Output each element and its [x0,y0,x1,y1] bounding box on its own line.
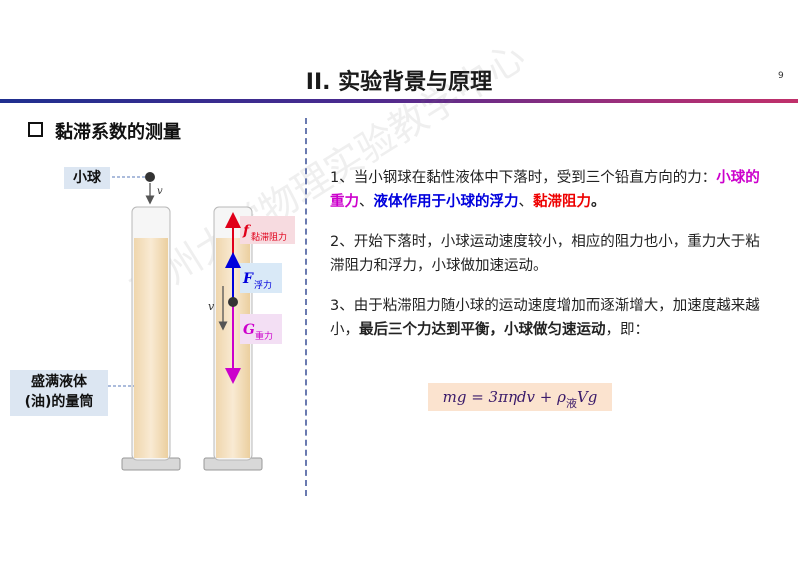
section-heading: 黏滞系数的测量 [28,118,181,144]
formula-main: mg = 3πηdv + ρ [442,388,566,406]
p1-buoyancy: 液体作用于小球的浮力 [373,194,519,210]
viscous-force-symbol: f [242,223,252,239]
p1-sep1: 、 [359,194,374,210]
buoyancy-force-symbol: F [242,271,254,287]
falling-ball-diagram: v v f 黏滞阻力 F 浮力 G 重力 [108,172,295,471]
buoyancy-label-bg [240,263,282,293]
ball-icon [145,172,155,182]
p1-sep2: 、 [518,194,534,210]
gravity-force-symbol: G [243,322,255,338]
column-divider [305,118,307,496]
formula-subscript: 液 [565,397,577,410]
p1-end: 。 [591,194,606,210]
gravity-label-bg [240,314,282,344]
p1-gravity: 小球的重力 [330,170,760,210]
ball-in-liquid-icon [228,297,238,307]
p3-bold: 最后三个力达到平衡，小球做匀速运动 [359,322,606,338]
title-underline [0,99,798,103]
velocity-label-in-liquid: v [208,300,215,313]
buoyancy-force-subscript: 浮力 [254,279,272,291]
cylinder-label: 盛满液体 (油)的量筒 [10,370,108,416]
slide-title: II. 实验背景与原理 [305,70,493,95]
velocity-label-top: v [157,186,163,197]
square-bullet-icon [28,122,43,137]
paragraph-1: 1、当小钢球在黏性液体中下落时，受到三个铅直方向的力：小球的重力、液体作用于小球… [330,166,770,214]
viscous-force-subscript: 黏滞阻力 [251,231,287,243]
cylinder-label-line1: 盛满液体 [31,374,87,390]
p1-lead: 1、当小钢球在黏性液体中下落时，受到三个铅直方向的力： [330,170,717,186]
gravity-force-subscript: 重力 [255,330,273,342]
paragraph-3: 3、由于粘滞阻力随小球的运动速度增加而逐渐增大，加速度越来越小，最后三个力达到平… [330,294,775,342]
ball-label: 小球 [64,167,110,189]
p3-lead: 3、由于粘滞阻力随小球的运动速度增加而逐渐增大，加速度越来越小， [330,298,760,338]
p1-viscous: 黏滞阻力 [533,194,591,210]
page-number: 9 [778,71,784,81]
stokes-formula: mg = 3πηdv + ρ液Vg [428,383,612,411]
p3-end: ，即： [605,322,650,338]
formula-tail: Vg [576,388,598,406]
measuring-cylinder-left [121,206,181,471]
cylinder-label-line2: (油)的量筒 [24,394,94,410]
paragraph-2: 2、开始下落时，小球运动速度较小，相应的阻力也小，重力大于粘滞阻力和浮力，小球做… [330,234,760,274]
section-heading-text: 黏滞系数的测量 [55,122,181,143]
viscous-label-bg [240,216,295,244]
